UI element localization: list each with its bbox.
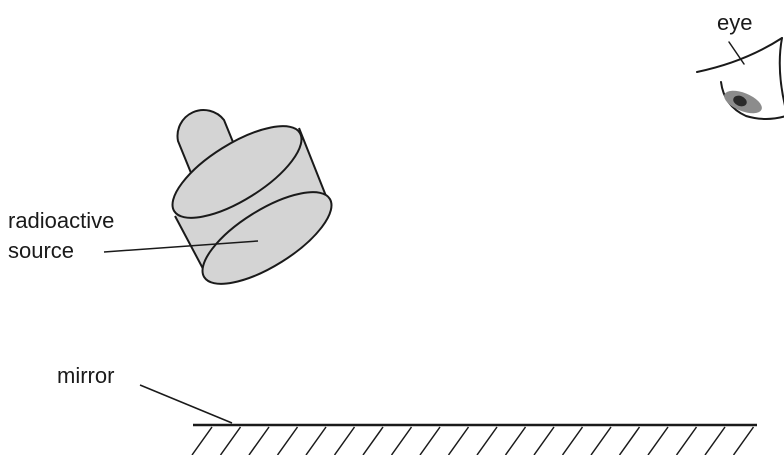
hatch-line <box>533 426 555 456</box>
source-label-line1: radioactive <box>8 208 114 233</box>
hatch-line <box>219 426 242 456</box>
eye-icon <box>696 37 784 120</box>
hatch-line <box>390 426 413 456</box>
hatch-line <box>333 426 356 456</box>
mirror-label: mirror <box>57 363 114 388</box>
hatch-line <box>647 426 669 456</box>
mirror-hatching <box>191 426 755 456</box>
hatch-line <box>362 426 384 456</box>
hatch-line <box>590 426 612 456</box>
mirror-surface <box>191 423 757 456</box>
hatch-line <box>276 426 299 456</box>
source-label-line2: source <box>8 238 74 263</box>
hatch-line <box>476 426 498 456</box>
eye-label: eye <box>717 10 752 35</box>
hatch-line <box>732 426 755 456</box>
radioactive-source-icon <box>171 109 333 285</box>
hatch-line <box>447 426 470 456</box>
hatch-line <box>248 426 270 456</box>
hatch-line <box>704 426 726 456</box>
hatch-line <box>675 426 698 456</box>
hatch-line <box>561 426 584 456</box>
hatch-line <box>305 426 327 456</box>
hatch-line <box>191 426 213 456</box>
hatch-line <box>504 426 527 456</box>
source-leader-line <box>103 240 259 253</box>
mirror-leader-line <box>139 384 233 424</box>
hatch-line <box>618 426 641 456</box>
hatch-line <box>419 426 441 456</box>
